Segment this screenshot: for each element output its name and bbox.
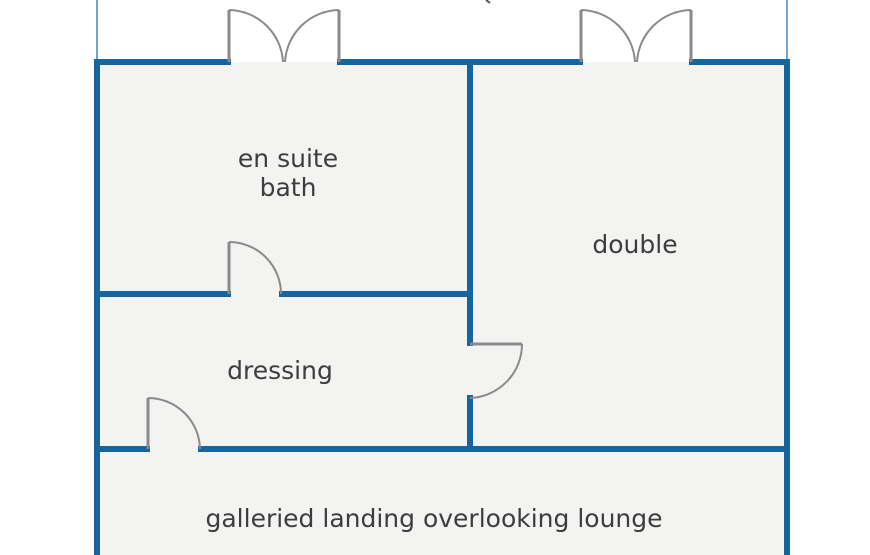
double-door-double-room xyxy=(579,9,693,63)
cut-off-text-fragment xyxy=(485,0,491,4)
ensuite-label-line1: en suite xyxy=(238,144,338,173)
ensuite-label-line2: bath xyxy=(260,173,317,202)
landing-label: galleried landing overlooking lounge xyxy=(205,504,662,533)
room-dressing xyxy=(97,294,470,449)
door-ensuite-dressing xyxy=(227,241,282,295)
dressing-label: dressing xyxy=(227,356,333,385)
room-ensuite-bath xyxy=(97,62,470,294)
double-door-ensuite xyxy=(227,9,341,63)
room-landing xyxy=(97,449,787,555)
room-double xyxy=(470,62,787,449)
double-label: double xyxy=(592,230,677,259)
door-dressing-double xyxy=(469,342,523,399)
door-landing-dressing xyxy=(146,397,201,450)
